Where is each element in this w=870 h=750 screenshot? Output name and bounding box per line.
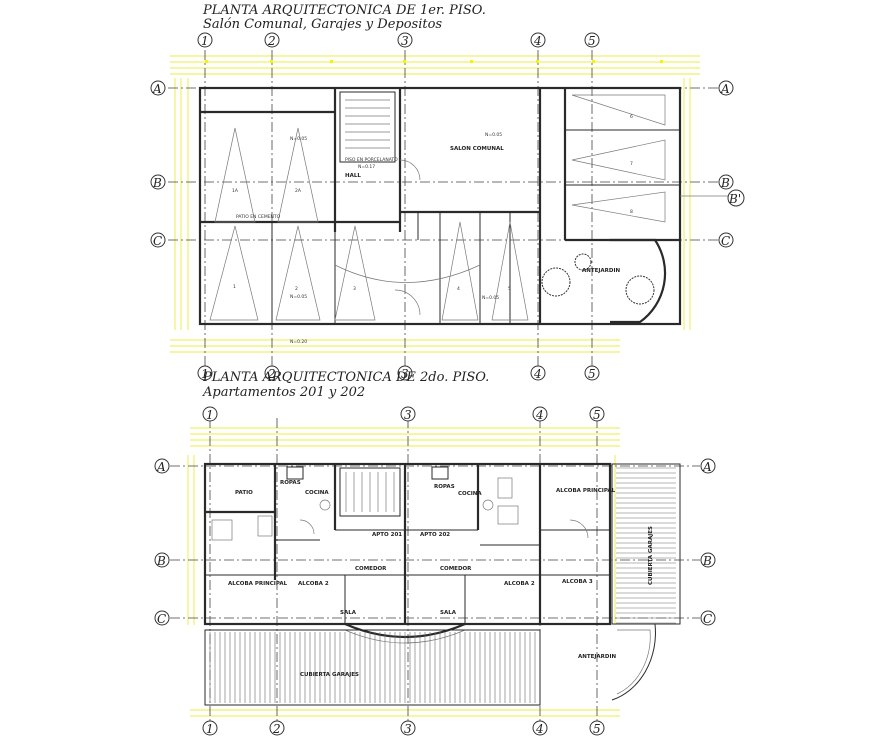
garage-2: 2: [295, 286, 298, 292]
deposit-8: 8: [630, 209, 633, 215]
axis-b-left: B: [152, 176, 162, 190]
plan1-trees: [541, 253, 655, 305]
axis-1-bottom: 1: [201, 367, 209, 381]
room-cocina-1: COCINA: [305, 490, 329, 496]
room-alcoba-2-right: ALCOBA 2: [504, 581, 535, 587]
room-ropas-2: ROPAS: [434, 484, 455, 490]
room-cocina-2: COCINA: [458, 491, 482, 497]
level-4: N=0.05: [290, 294, 307, 300]
room-alcoba-principal-right: ALCOBA PRINCIPAL: [556, 488, 616, 494]
garage-3: 3: [353, 286, 356, 292]
room-patio-cemento: PATIO EN CEMENTO: [236, 214, 281, 220]
garage-4: 4: [457, 286, 460, 292]
axis2-a-right: A: [702, 460, 712, 474]
deposit-7: 7: [630, 161, 633, 167]
level-6: N=0.20: [290, 339, 307, 345]
level-1: N=0.05: [485, 132, 502, 138]
axis2-4-bottom: 4: [535, 722, 544, 736]
plan-second-floor: PLANTA ARQUITECTONICA DE 2do. PISO. Apar…: [154, 370, 716, 736]
axis-3-bottom: 3: [401, 367, 409, 381]
axis-2-top: 2: [267, 34, 276, 48]
axis-a-right: A: [720, 82, 730, 96]
room-cubierta-terraza: CUBIERTA GARAJES: [648, 526, 654, 585]
level-5: N=0.05: [482, 295, 499, 301]
room-sala-left: SALA: [340, 610, 357, 616]
plan2-axis-bubbles: 1 3 4 5 1 2 3 4 5 A B C A B C: [154, 406, 716, 736]
plan1-subtitle: Salón Comunal, Garajes y Depositos: [203, 17, 442, 32]
level-2: N=0.05: [290, 136, 307, 142]
axis-c-left: C: [153, 234, 162, 248]
room-apto-202: APTO 202: [420, 532, 450, 538]
axis2-5-top: 5: [593, 408, 601, 422]
axis2-2-bottom: 2: [272, 722, 281, 736]
axis2-a-left: A: [156, 460, 166, 474]
axis-4-top: 4: [533, 34, 542, 48]
room-alcoba-2-left: ALCOBA 2: [298, 581, 329, 587]
room-cubierta-garajes: CUBIERTA GARAJES: [300, 672, 359, 678]
axis2-1-bottom: 1: [206, 722, 214, 736]
axis-b-right: B: [720, 176, 730, 190]
plan1-walls: [198, 86, 682, 326]
axis2-b-right: B: [702, 554, 712, 568]
plan1-title: PLANTA ARQUITECTONICA DE 1er. PISO.: [202, 3, 486, 18]
room-alcoba-3: ALCOBA 3: [562, 579, 593, 585]
plan2-walls: [203, 462, 612, 644]
deposit-6: 6: [630, 114, 633, 120]
axis-1-top: 1: [201, 34, 209, 48]
plan1-dimension-lines: [170, 55, 700, 353]
room-antejardin-2: ANTEJARDIN: [578, 654, 617, 660]
room-apto-201: APTO 201: [372, 532, 402, 538]
plan1-garage-spaces: 1A 2A 1 2 3 4 5 6 7 8: [209, 94, 666, 321]
axis2-3-bottom: 3: [404, 722, 412, 736]
garage-1a: 1A: [232, 188, 239, 194]
plan2-roof-garages: [204, 629, 541, 706]
plan2-dimension-lines: [187, 427, 620, 717]
plan2-subtitle: Apartamentos 201 y 202: [202, 385, 365, 400]
axis2-b-left: B: [156, 554, 166, 568]
axis-b-prime: B': [728, 192, 741, 206]
room-salon-comunal: SALON COMUNAL: [450, 146, 504, 152]
axis-5-top: 5: [588, 34, 596, 48]
axis2-3-top: 3: [404, 408, 412, 422]
axis2-4-top: 4: [535, 408, 544, 422]
garage-1: 1: [233, 284, 236, 290]
plan2-title: PLANTA ARQUITECTONICA DE 2do. PISO.: [202, 370, 489, 385]
axis-3-top: 3: [401, 34, 409, 48]
room-alcoba-principal-left: ALCOBA PRINCIPAL: [228, 581, 288, 587]
plan1-axis-bubbles: 1 2 3 4 5 1 2 3 4 5 A B C A B C B': [150, 32, 745, 381]
axis-a-left: A: [152, 82, 162, 96]
plan2-roof-terrace: [611, 463, 681, 701]
garage-2a: 2A: [295, 188, 302, 194]
room-patio: PATIO: [235, 490, 253, 496]
axis2-c-right: C: [703, 612, 712, 626]
axis-4-bottom: 4: [533, 367, 542, 381]
room-piso-porcelanato: PISO EN PORCELANATO: [345, 157, 398, 163]
axis-c-right: C: [721, 234, 730, 248]
room-comedor-left: COMEDOR: [355, 566, 387, 572]
room-ropas-1: ROPAS: [280, 480, 301, 486]
room-comedor-right: COMEDOR: [440, 566, 472, 572]
axis2-1-top: 1: [206, 408, 214, 422]
room-hall: HALL: [345, 173, 361, 179]
axis-5-bottom: 5: [588, 367, 596, 381]
garage-5: 5: [508, 286, 511, 292]
room-sala-right: SALA: [440, 610, 457, 616]
axis2-5-bottom: 5: [593, 722, 601, 736]
plan-first-floor: PLANTA ARQUITECTONICA DE 1er. PISO. Saló…: [150, 3, 745, 381]
axis2-c-left: C: [157, 612, 166, 626]
room-antejardin-1: ANTEJARDIN: [582, 268, 621, 274]
level-3: N=0.17: [358, 164, 375, 170]
axis-2-bottom: 2: [267, 367, 276, 381]
